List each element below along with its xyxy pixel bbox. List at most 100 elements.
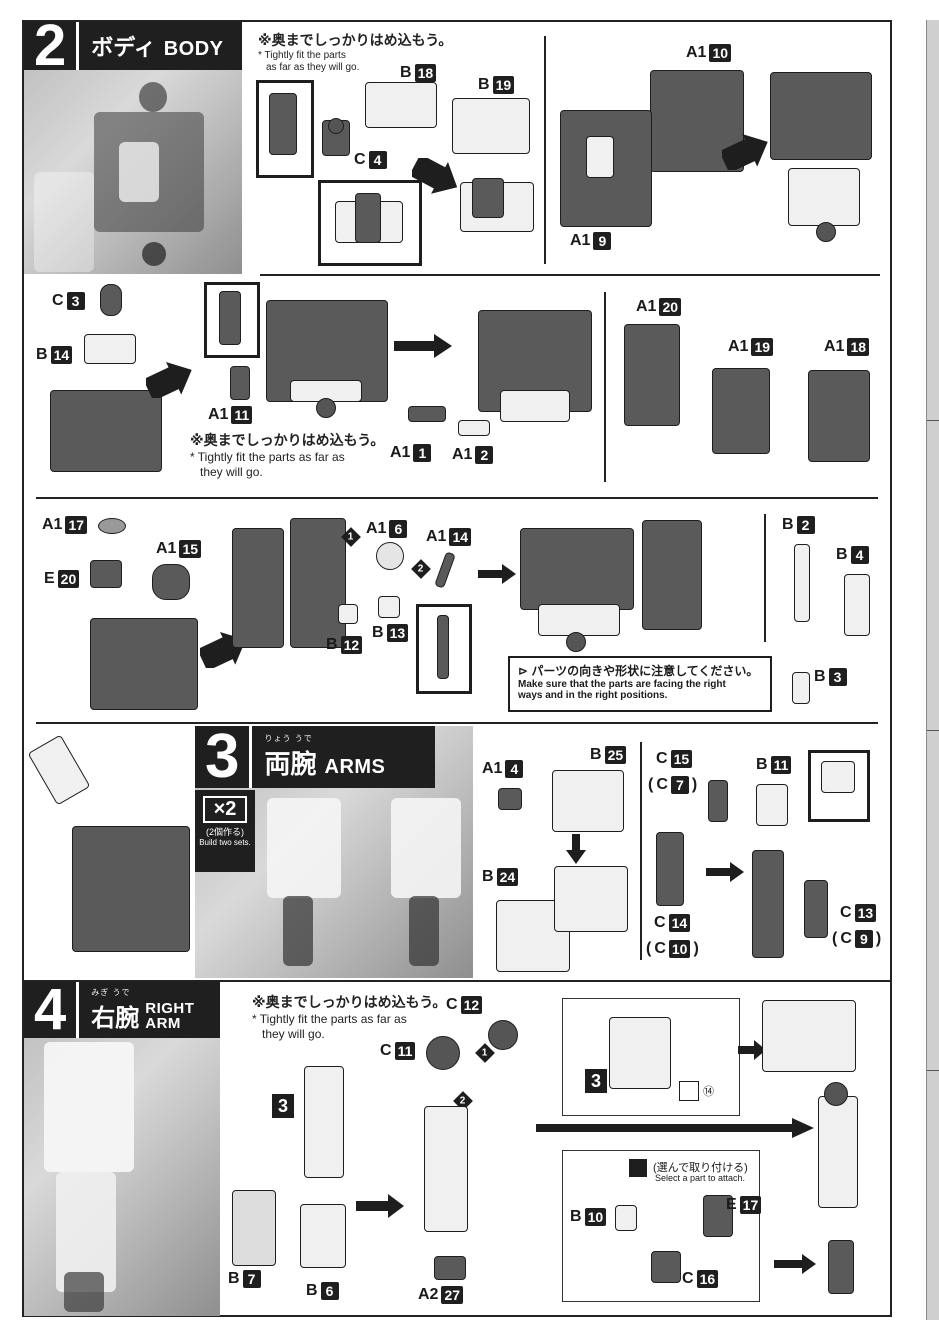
legs-assembly xyxy=(232,528,284,648)
step-number: 2 xyxy=(24,17,80,75)
detail-inset-b11 xyxy=(808,750,870,822)
part-a1-17 xyxy=(98,518,126,534)
part-b11 xyxy=(756,784,788,826)
part-a1-20 xyxy=(624,324,680,426)
tight-fit-note: ※奥までしっかりはめ込もう。 * Tightly fit the parts a… xyxy=(258,32,453,73)
part-a1-15 xyxy=(152,564,190,600)
step-title-jp: ボディ xyxy=(91,35,156,60)
step-title-en: RIGHT xyxy=(145,999,195,1017)
part-a1-18 xyxy=(808,370,870,462)
part-b3 xyxy=(792,672,810,704)
step-3-header: 3 りょう うで 両腕 ARMS xyxy=(195,726,435,788)
part-c3 xyxy=(100,284,122,316)
step-arrow xyxy=(146,362,192,398)
step-arrow xyxy=(738,1040,766,1060)
long-arrow xyxy=(536,1118,814,1138)
part-a1-6 xyxy=(376,542,404,570)
part-b4 xyxy=(844,574,870,636)
shield-sticker-panel: 3 ⑭ xyxy=(562,998,740,1116)
part-b14 xyxy=(84,334,136,364)
down-arrow xyxy=(566,834,586,864)
select-icon xyxy=(629,1159,647,1177)
part-b2 xyxy=(794,544,810,622)
part-a2-27 xyxy=(434,1256,466,1280)
leftover-body-diagram xyxy=(72,826,190,952)
part-e20 xyxy=(90,560,122,588)
part-c16 xyxy=(651,1251,681,1283)
step-arrow xyxy=(722,134,768,170)
sticker-icon xyxy=(679,1081,699,1101)
warning-icon: ⊳ xyxy=(518,664,532,678)
part-e17 xyxy=(703,1195,733,1237)
part-b25 xyxy=(552,770,624,832)
arm-part xyxy=(304,1066,344,1178)
tight-fit-note-3: ※奥までしっかりはめ込もう。 * Tightly fit the parts a… xyxy=(252,994,447,1041)
next-page-edge xyxy=(926,20,939,1320)
part-c12 xyxy=(488,1020,518,1050)
step-arrow xyxy=(774,1254,816,1274)
step-number: 4 xyxy=(24,981,80,1039)
step-arrow xyxy=(412,158,458,194)
step-3-ref: 3 xyxy=(585,1069,607,1093)
detail-inset xyxy=(256,80,314,178)
part-b10 xyxy=(615,1205,637,1231)
step-3-ref: 3 xyxy=(272,1094,294,1118)
build-two-sets-badge: ×2 (2個作る) Build two sets. xyxy=(195,790,255,872)
step-2-header: 2 ボディ BODY xyxy=(24,17,242,75)
tight-fit-note-2: ※奥までしっかりはめ込もう。 * Tightly fit the parts a… xyxy=(190,432,385,479)
step-title-en: ARMS xyxy=(324,756,386,778)
part-c14 xyxy=(656,832,684,906)
step-arrow xyxy=(706,862,744,882)
part-c11 xyxy=(426,1036,460,1070)
step-arrow xyxy=(478,564,516,584)
body-legs-assembly xyxy=(520,528,634,610)
part-c13 xyxy=(804,880,828,938)
part-b19 xyxy=(452,98,530,154)
step-arrow xyxy=(356,1194,404,1218)
part-b6 xyxy=(300,1204,346,1268)
part-b18 xyxy=(365,82,437,128)
step-title-jp: 両腕 xyxy=(264,749,317,779)
arm-with-shield xyxy=(762,1000,856,1072)
detail-inset-a1-14 xyxy=(416,604,472,694)
arm-assembly xyxy=(424,1106,468,1232)
step-arrow xyxy=(394,334,452,358)
direction-warning: ⊳ パーツの向きや形状に注意してください。 Make sure that the… xyxy=(508,656,772,712)
step-4-header: 4 みぎ うで 右腕 RIGHT ARM xyxy=(24,981,220,1039)
part-a1-4 xyxy=(498,788,522,810)
